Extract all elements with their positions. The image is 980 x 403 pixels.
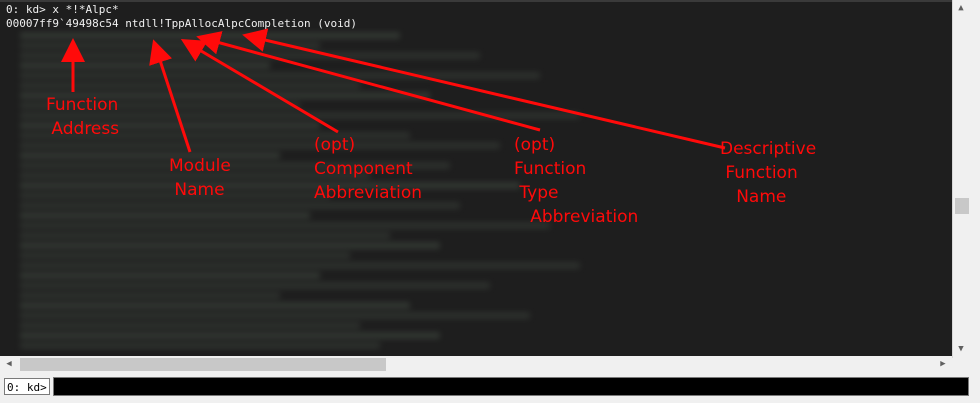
obscured-text-row — [20, 32, 400, 39]
obscured-text-row — [20, 142, 500, 149]
obscured-text-row — [20, 222, 550, 229]
command-prompt-line: 0: kd> x *!*Alpc* — [6, 3, 119, 16]
obscured-text-row — [20, 312, 530, 319]
obscured-text-row — [20, 202, 460, 209]
obscured-text-row — [20, 72, 540, 79]
horizontal-scroll-thumb[interactable] — [20, 358, 386, 371]
obscured-text-row — [20, 182, 520, 189]
command-result-line: 00007ff9`49498c54 ntdll!TppAllocAlpcComp… — [6, 17, 357, 30]
obscured-text-row — [20, 242, 440, 249]
command-bar: 0: kd> — [0, 373, 980, 403]
horizontal-scrollbar[interactable]: ◀ ▶ — [0, 356, 952, 373]
scroll-up-icon[interactable]: ▲ — [958, 3, 964, 13]
label-module-name: Module Name — [169, 156, 231, 200]
obscured-text-row — [20, 272, 320, 279]
scroll-left-icon[interactable]: ◀ — [6, 359, 12, 369]
vertical-scroll-thumb[interactable] — [955, 198, 969, 214]
obscured-text-row — [20, 192, 330, 199]
obscured-text-row — [20, 132, 410, 139]
scroll-down-icon[interactable]: ▼ — [958, 344, 964, 354]
vertical-scrollbar[interactable]: ▲ ▼ — [952, 0, 980, 358]
obscured-text-row — [20, 252, 350, 259]
obscured-text-row — [20, 212, 310, 219]
obscured-text-row — [20, 82, 360, 89]
label-function-type-abbrev: (opt) Function Type Abbreviation — [514, 135, 639, 227]
obscured-text-row — [20, 52, 480, 59]
command-input[interactable] — [53, 377, 969, 396]
command-prompt-label: 0: kd> — [4, 378, 50, 395]
obscured-text-row — [20, 232, 390, 239]
scrollbar-corner — [952, 358, 980, 375]
label-function-address: Function Address — [46, 95, 120, 139]
obscured-text-row — [20, 152, 280, 159]
obscured-text-row — [20, 322, 360, 329]
window-top-border — [0, 0, 952, 2]
obscured-text-row — [20, 292, 280, 299]
obscured-text-row — [20, 62, 270, 69]
label-descriptive-name: Descriptive Function Name — [720, 139, 817, 207]
label-component-abbrev: (opt) Component Abbreviation — [314, 135, 423, 203]
obscured-text-row — [20, 332, 440, 339]
obscured-text-row — [20, 172, 370, 179]
obscured-text-row — [20, 262, 580, 269]
obscured-text-row — [20, 282, 490, 289]
obscured-text-row — [20, 342, 380, 349]
scroll-right-icon[interactable]: ▶ — [940, 359, 946, 369]
obscured-text-row — [20, 162, 450, 169]
obscured-text-row — [20, 302, 410, 309]
obscured-text-row — [20, 42, 320, 49]
